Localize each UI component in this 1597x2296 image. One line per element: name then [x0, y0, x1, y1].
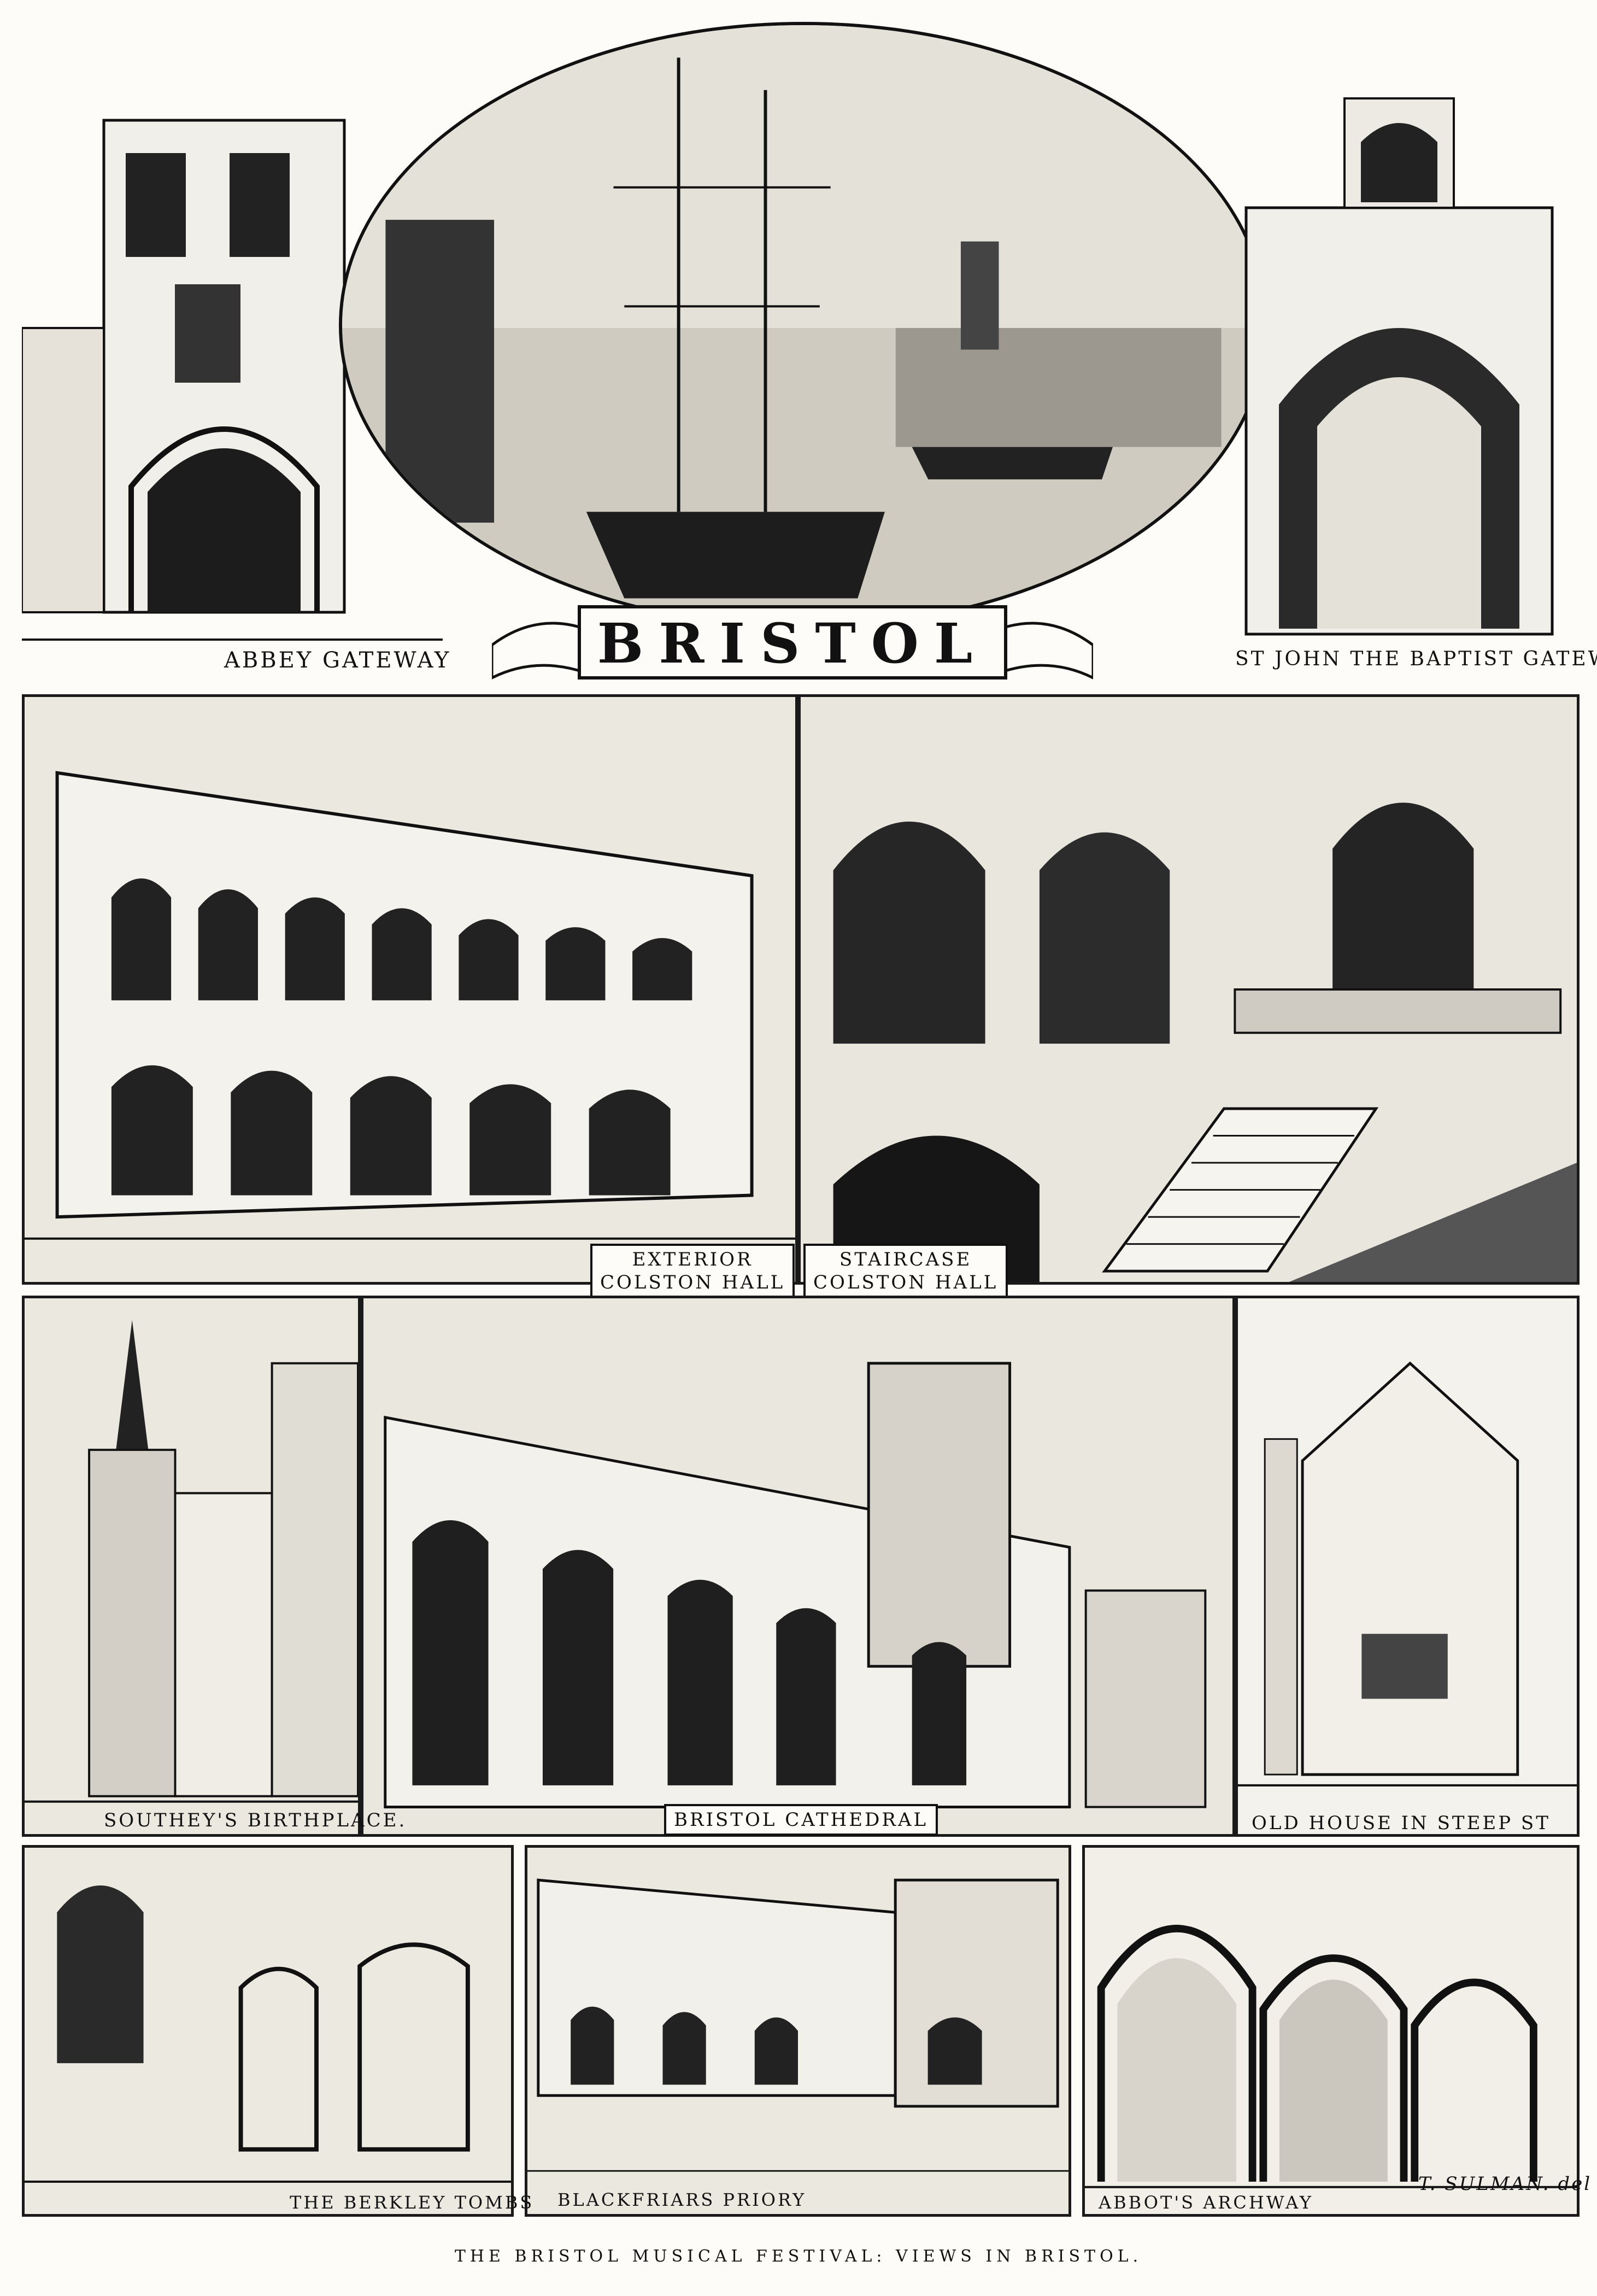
southey-birthplace-illustration	[22, 1296, 361, 1837]
old-house-steep-street-illustration	[1235, 1296, 1580, 1837]
st-john-caption: ST JOHN THE BAPTIST GATEWAY	[1235, 648, 1597, 670]
staircase-plaque: STAIRCASE COLSTON HALL	[803, 1244, 1008, 1298]
exterior-label: EXTERIOR	[632, 1249, 753, 1270]
exterior-plaque: EXTERIOR COLSTON HALL	[590, 1244, 795, 1298]
abbots-archway-illustration	[1082, 1845, 1580, 2217]
colston-hall-staircase-illustration	[798, 694, 1580, 1285]
southey-caption: SOUTHEY'S BIRTHPLACE.	[104, 1809, 407, 1831]
colston-hall-exterior-illustration	[22, 694, 798, 1285]
blackfriars-priory-illustration	[525, 1845, 1071, 2217]
staircase-label: STAIRCASE	[839, 1249, 972, 1270]
berkley-tombs-illustration	[22, 1845, 514, 2217]
page-caption: THE BRISTOL MUSICAL FESTIVAL: VIEWS IN B…	[454, 2247, 1143, 2266]
abbey-gateway-caption: ABBEY GATEWAY	[224, 648, 451, 673]
bristol-title: BRISTOL	[597, 611, 988, 676]
bristol-cathedral-illustration	[361, 1296, 1235, 1837]
old-house-caption: OLD HOUSE IN STEEP ST	[1252, 1812, 1551, 1834]
colston-hall-label: COLSTON HALL	[600, 1272, 785, 1293]
harbour-vignette	[339, 22, 1268, 629]
abbey-gateway-illustration	[22, 22, 443, 683]
cathedral-plaque: BRISTOL CATHEDRAL	[664, 1804, 938, 1836]
berkley-caption: THE BERKLEY TOMBS	[290, 2192, 535, 2213]
st-john-gateway-illustration	[1235, 22, 1580, 683]
bristol-banner: BRISTOL	[492, 596, 1093, 689]
abbots-caption: ABBOT'S ARCHWAY	[1099, 2192, 1314, 2213]
blackfriars-caption: BLACKFRIARS PRIORY	[557, 2189, 807, 2210]
artist-signature: T. SULMAN. del	[1418, 2173, 1592, 2195]
colston-hall-label-2: COLSTON HALL	[813, 1272, 999, 1293]
